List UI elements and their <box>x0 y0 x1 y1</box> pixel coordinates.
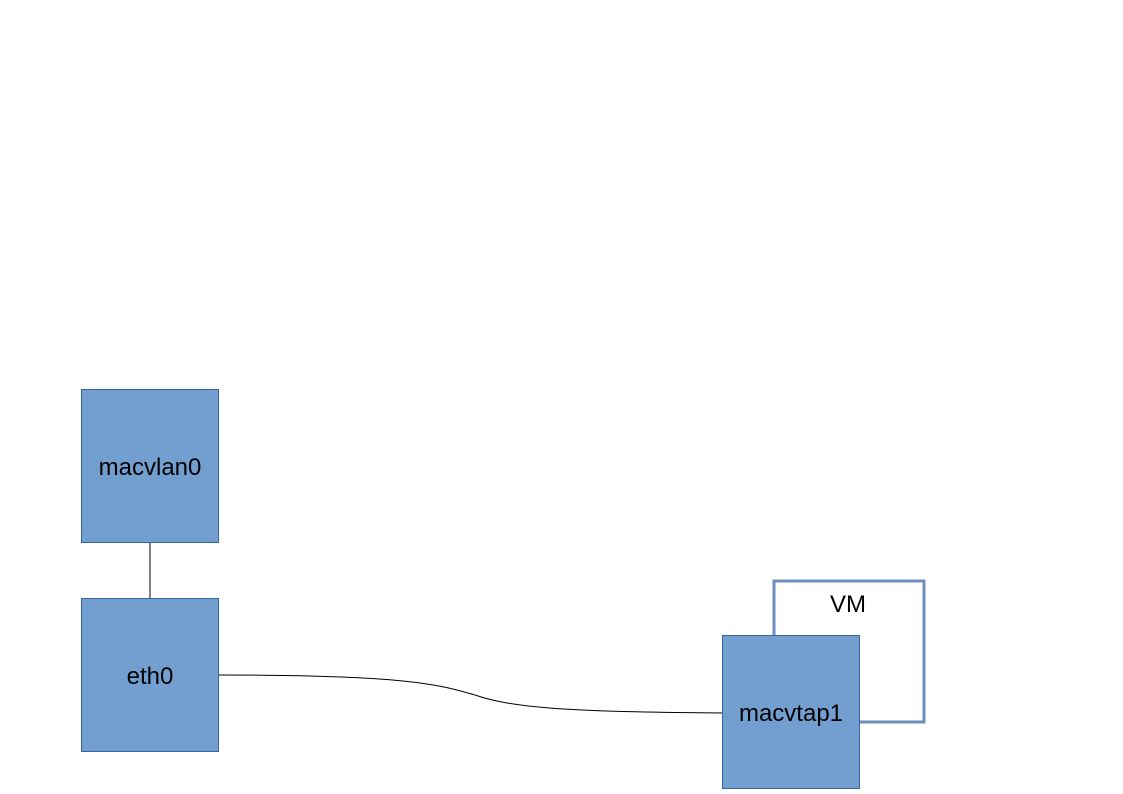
connector-eth0-macvtap1 <box>218 674 724 714</box>
node-eth0-box <box>81 598 219 752</box>
node-macvlan0-label: macvlan0 <box>99 454 202 481</box>
node-macvtap1-label: macvtap1 <box>739 700 843 727</box>
node-macvlan0[interactable]: macvlan0 <box>81 389 219 543</box>
node-eth0-label: eth0 <box>127 663 174 690</box>
vm-label: VM <box>830 591 866 618</box>
node-macvtap1[interactable]: macvtap1 <box>722 635 860 789</box>
node-macvlan0-box <box>81 389 219 543</box>
node-eth0[interactable]: eth0 <box>81 598 219 752</box>
node-macvtap1-box <box>722 635 860 789</box>
